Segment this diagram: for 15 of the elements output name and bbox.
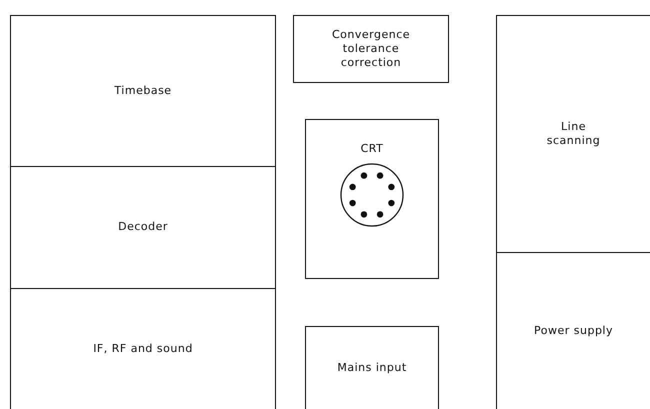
area-label: Decoder [118,220,168,235]
board-area-box [305,326,439,409]
area-label: CRT [360,142,384,156]
area-label: IF, RF and sound [93,342,193,356]
area-label: Line scanning [546,120,602,148]
board-area-box [293,15,449,83]
board-area-box [305,119,439,279]
area-label: Timebase [114,84,172,98]
area-label: Convergence tolerance correction [330,28,412,70]
area-label: Power supply [534,324,613,338]
area-label: Mains input [337,360,407,376]
board-area-box [10,288,276,409]
board-area-box [10,15,276,167]
board-area-box [10,166,276,289]
board-area-box [496,15,650,253]
